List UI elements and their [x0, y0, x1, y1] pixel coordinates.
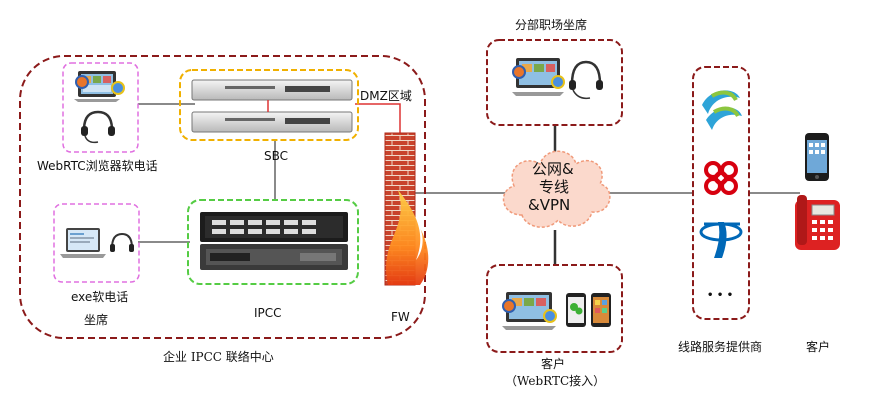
webrtc-softphone-label: WebRTC浏览器软电话	[37, 159, 158, 173]
carrier-box	[692, 66, 750, 320]
more-carriers-ellipsis: • • •	[707, 290, 734, 301]
headset-icon	[110, 232, 134, 252]
webrtc-agent-box	[62, 62, 139, 153]
firewall-icon	[384, 132, 429, 286]
agent-label: 坐席	[84, 313, 109, 327]
iphone-icon	[805, 133, 829, 181]
dmz-label: DMZ区域	[360, 89, 412, 103]
sbc-box	[179, 69, 359, 141]
exe-agent-box	[53, 203, 140, 283]
desk-phone-icon	[795, 195, 840, 250]
fw-label: FW	[391, 310, 410, 324]
headset-icon	[569, 60, 603, 100]
ipcc-server-icon	[200, 212, 348, 270]
network-label-3: &VPN	[528, 196, 571, 214]
sbc-device-icon	[191, 79, 353, 133]
wechat-phone-icon	[566, 293, 586, 327]
connection-lines	[138, 103, 800, 265]
exe-softphone-label: exe软电话	[71, 290, 129, 304]
network-cloud	[502, 150, 611, 228]
china-unicom-logo	[704, 161, 738, 195]
branch-pc-icon	[512, 58, 565, 96]
enterprise-center-label: 企业 IPCC 联络中心	[163, 350, 274, 364]
china-telecom-logo	[699, 222, 743, 258]
network-label-2: 专线	[539, 178, 570, 196]
carrier-label: 线路服务提供商	[678, 340, 763, 354]
customer-webrtc-box	[486, 264, 623, 353]
customer-label-left: 客户	[541, 357, 566, 371]
sbc-label: SBC	[264, 149, 289, 163]
smartphone-icon	[591, 293, 611, 327]
branch-agent-label: 分部职场坐席	[515, 18, 588, 32]
headset-icon	[81, 110, 115, 144]
customer-pc-icon	[502, 292, 557, 330]
ipcc-label: IPCC	[254, 306, 282, 320]
customer-label-right: 客户	[806, 340, 831, 354]
enterprise-boundary	[19, 55, 426, 339]
laptop-icon	[60, 228, 106, 258]
webrtc-pc-icon	[74, 71, 125, 102]
network-label-1: 公网&	[532, 160, 574, 178]
webrtc-access-label: （WebRTC接入）	[505, 374, 606, 388]
china-mobile-logo	[702, 90, 742, 130]
ipcc-box	[187, 199, 359, 285]
branch-agent-box	[486, 39, 623, 126]
